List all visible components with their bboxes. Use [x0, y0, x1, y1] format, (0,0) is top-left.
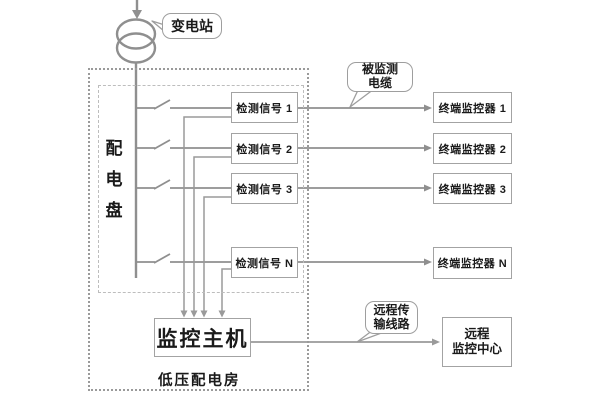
distribution-panel-label: 配电盘	[105, 139, 123, 220]
right-arrow-icon-1	[424, 104, 432, 112]
right-arrow-icon-remote	[432, 338, 440, 346]
remote-center-line2: 监控中心	[451, 342, 502, 356]
remote-transmission-line1: 远程传	[373, 302, 410, 317]
switch-icon-2	[153, 139, 171, 150]
substation-callout-label: 变电站	[171, 17, 213, 34]
remote-center-line1: 远程	[464, 327, 490, 341]
switch-icon-1	[153, 99, 171, 110]
down-arrow-icon	[132, 10, 142, 19]
low-voltage-room-label: 低压配电房	[158, 373, 241, 389]
switch-icon-n	[153, 253, 171, 264]
signal-box-3: 检测信号 3	[231, 173, 298, 204]
remote-center-label: 远程 监控中心	[452, 327, 502, 357]
down-arrow-icon-3	[200, 310, 208, 318]
terminal-box-2: 终端监控器 2	[433, 133, 512, 164]
terminal-box-1: 终端监控器 1	[433, 92, 512, 123]
transformer-icon	[115, 0, 157, 278]
terminal-box-n: 终端监控器 N	[433, 247, 512, 279]
low-voltage-room-boundary	[88, 68, 309, 391]
remote-transmission-callout: 远程传 输线路	[365, 301, 418, 334]
right-arrow-icon-3	[424, 184, 432, 192]
feedback-line-1	[183, 116, 231, 311]
signal-box-n: 检测信号 N	[231, 247, 298, 278]
distribution-panel-boundary	[98, 85, 304, 293]
switch-icon-3	[153, 179, 171, 190]
monitored-cable-line1: 被监测	[361, 62, 398, 77]
remote-center-box: 远程 监控中心	[442, 317, 512, 367]
cable-arrowheads	[424, 104, 432, 266]
down-arrow-icon-2	[190, 310, 198, 318]
signal-box-1: 检测信号 1	[231, 92, 298, 123]
remote-transmission-line2: 输线路	[373, 316, 410, 331]
substation-callout: 变电站	[162, 13, 222, 39]
signal-box-2: 检测信号 2	[231, 133, 298, 164]
right-arrow-icon-2	[424, 144, 432, 152]
terminal-box-3: 终端监控器 3	[433, 173, 512, 204]
down-arrow-icon-1	[180, 310, 188, 318]
down-arrow-icon-n	[218, 310, 226, 318]
feeder-rows	[136, 99, 425, 264]
right-arrow-icon-n	[424, 258, 432, 266]
monitored-cable-line2: 电缆	[367, 76, 392, 90]
transformer-upper-circle	[115, 18, 157, 50]
feedback-line-n	[221, 268, 231, 311]
monitored-cable-callout: 被监测 电缆	[347, 62, 413, 92]
signal-feedback-lines	[183, 116, 231, 311]
monitor-host-box: 监控主机	[154, 318, 251, 357]
feedback-arrowheads	[180, 310, 226, 318]
feedback-line-2	[193, 156, 231, 311]
feedback-line-3	[203, 196, 231, 311]
